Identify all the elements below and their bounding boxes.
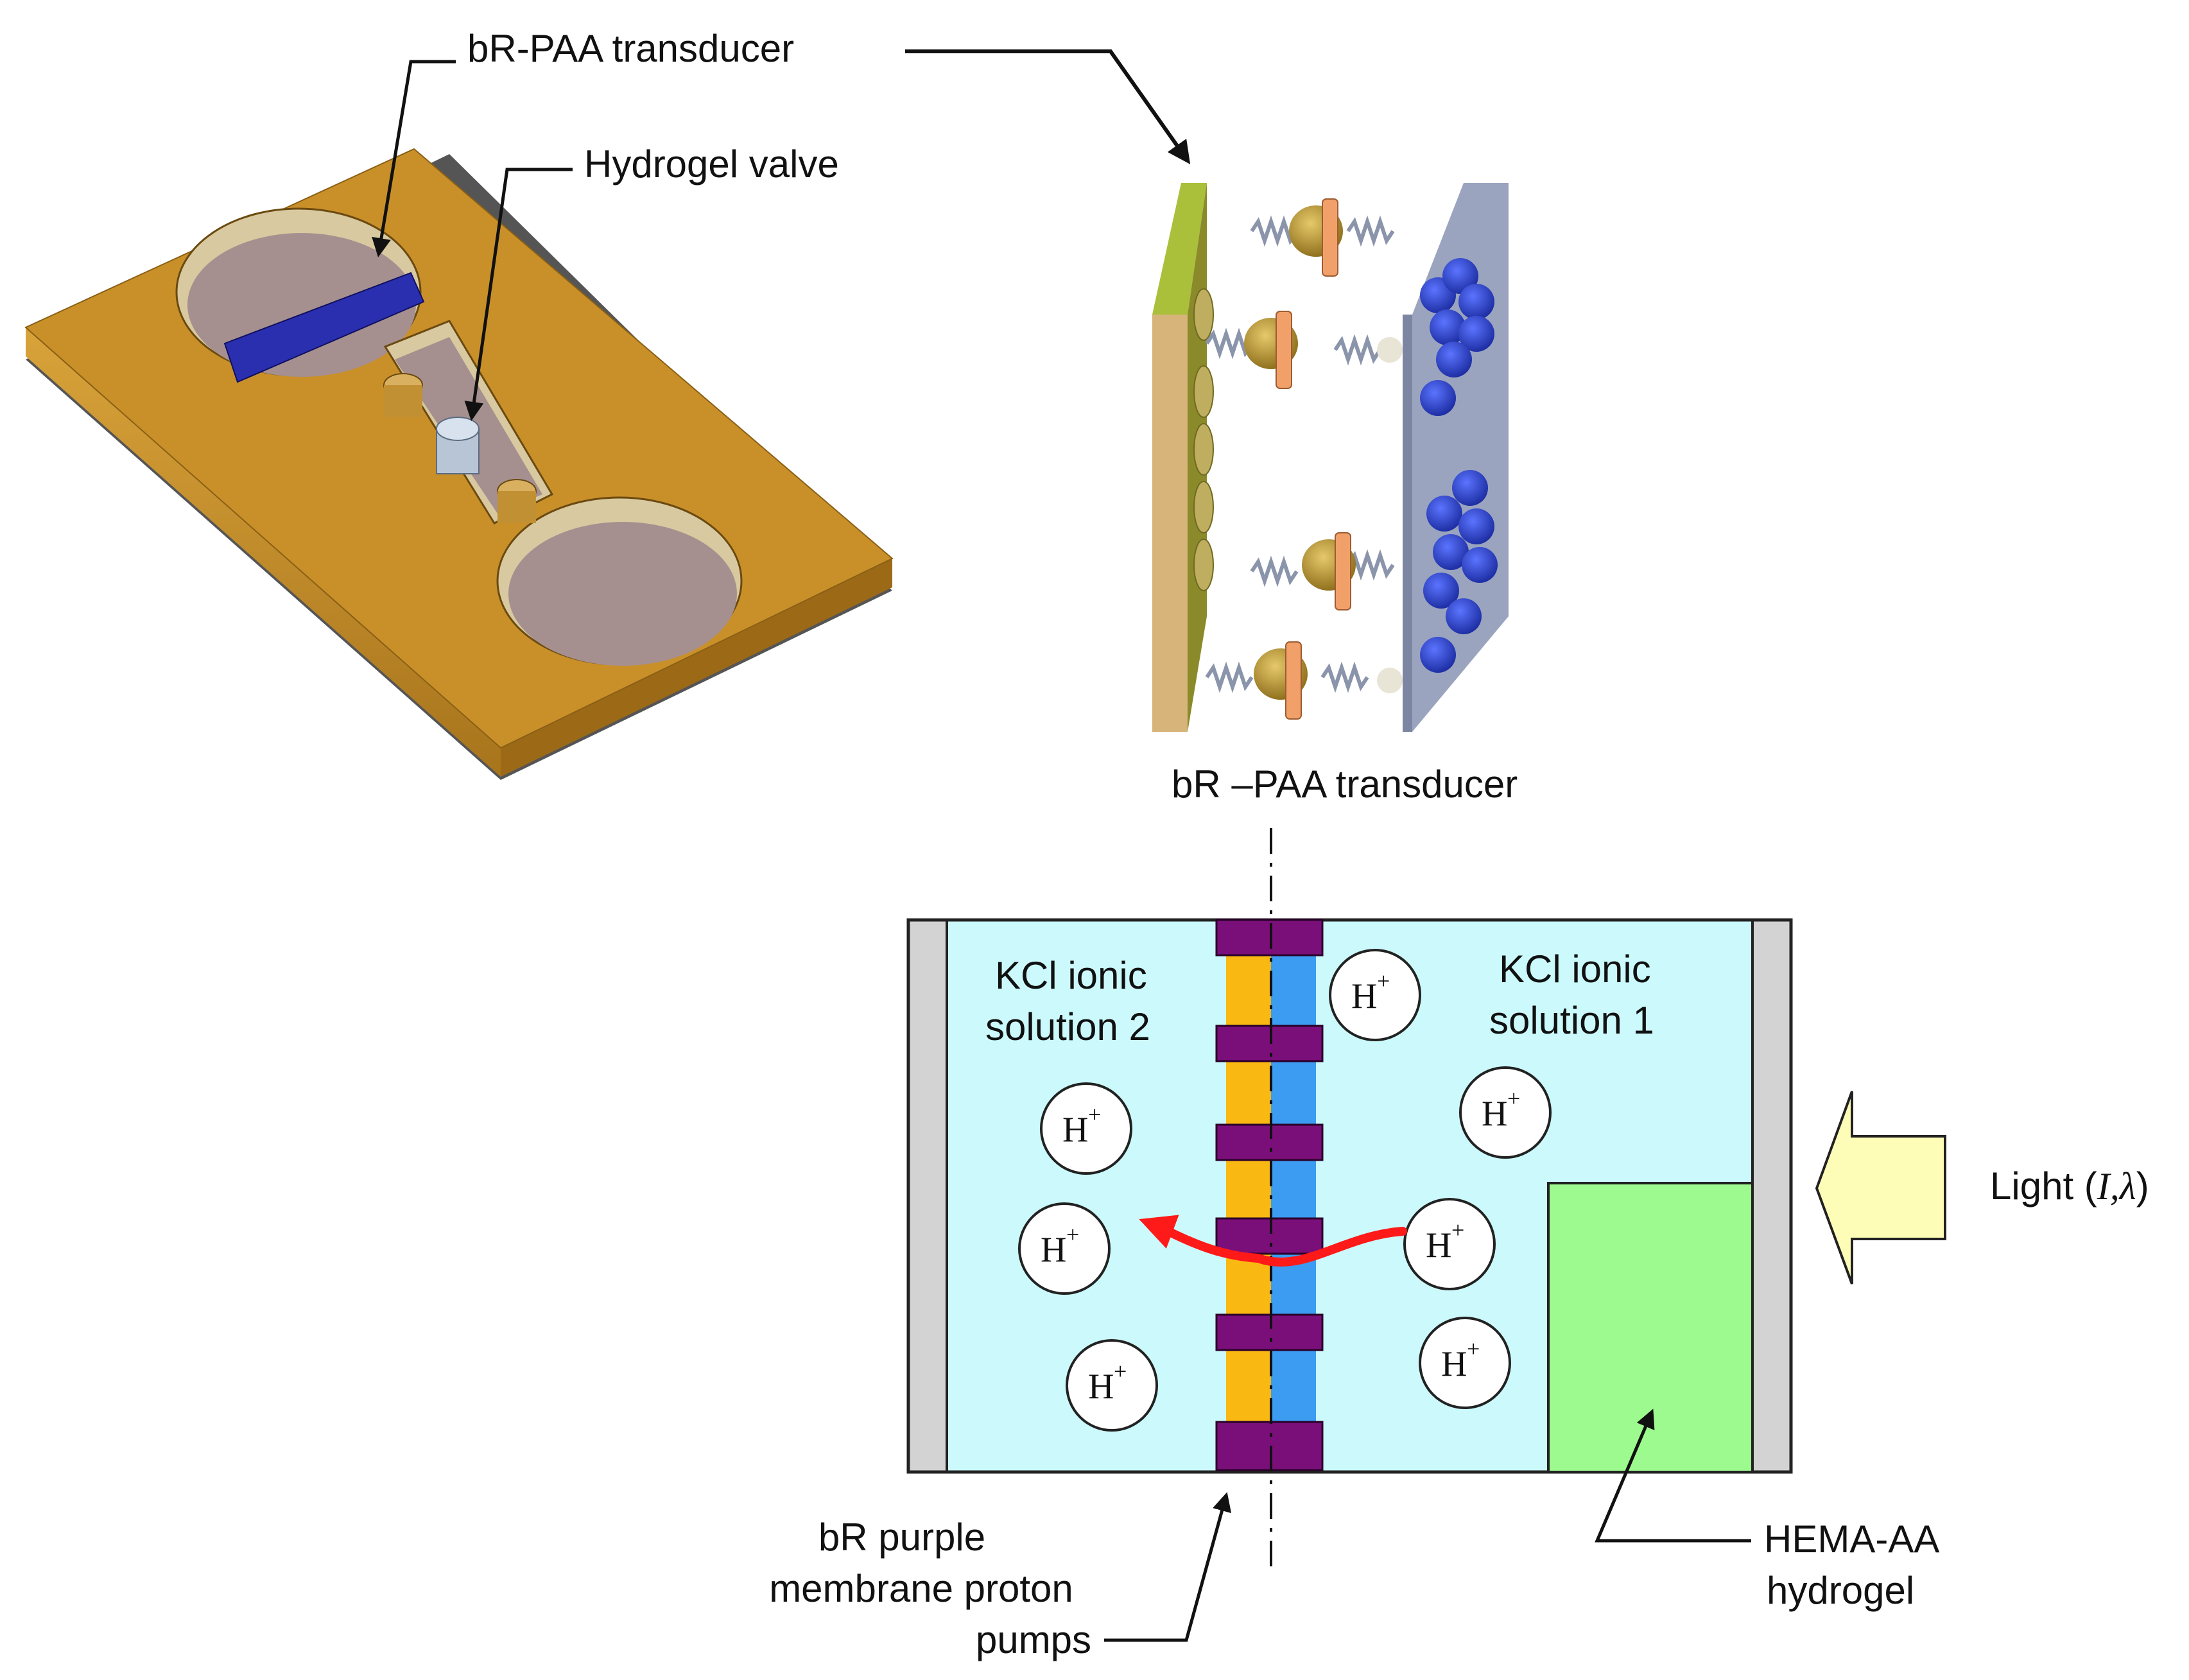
label-hydrogel-line1: HEMA-AA [1764,1518,1939,1561]
h-ion-1: H+ [1329,949,1421,1041]
cell-cross-section: KCl ionic solution 2 KCl ionic solution … [906,828,1793,1566]
svg-text:H: H [1062,1110,1088,1150]
svg-text:+: + [1467,1336,1480,1362]
svg-text:+: + [1377,968,1390,994]
proton-transport-arrow [1139,1215,1407,1267]
spring-row-1 [1250,198,1395,277]
left-plate-top-edge [1152,183,1207,315]
svg-text:H: H [1088,1367,1114,1407]
proton-pumps [1215,919,1324,1471]
label-kcl2-line1: KCl ionic [995,954,1147,997]
h-ion-3: H+ [1459,1066,1552,1159]
pump-2 [1215,1025,1324,1062]
label-kcl2-line2: solution 2 [985,1005,1150,1048]
svg-text:H: H [1441,1344,1467,1384]
pump-5 [1215,1313,1324,1351]
spring-row-4 [1205,641,1403,720]
svg-text:+: + [1114,1358,1127,1384]
svg-text:H: H [1351,976,1377,1016]
spring-assemblies [1205,198,1403,720]
svg-text:+: + [1451,1217,1464,1243]
membrane-orange-layer [1226,940,1271,1460]
svg-text:+: + [1066,1222,1079,1247]
left-plate-holes [1193,288,1214,591]
hema-aa-hydrogel [1547,1182,1754,1473]
h-ion-7: H+ [1419,1317,1511,1409]
label-kcl1-line2: solution 1 [1489,999,1654,1042]
leader-membrane [1104,1492,1232,1642]
light-input: Light (I,λ) [1815,1091,2149,1285]
spring-row-2 [1205,311,1403,389]
right-plate-blobs [1420,258,1498,673]
post-left-side [384,385,422,417]
post-right-side [498,491,536,523]
svg-text:H: H [1041,1230,1066,1270]
wall-right [1751,919,1792,1473]
device-front-right-face [501,559,892,777]
microfluidic-device [24,148,894,780]
hydrogel-annotation: HEMA-AA hydrogel [1595,1408,1939,1612]
leader-device-transducer [372,60,456,257]
device-cavity [175,207,743,666]
label-membrane-line3: pumps [976,1618,1091,1661]
h-ion-6: H+ [1066,1339,1158,1432]
hydrogel-valve-top [436,417,480,441]
label-membrane-line2: membrane proton [769,1567,1073,1610]
arrow-to-3d-transducer [905,49,1191,164]
transducer-caption: bR –PAA transducer [1172,763,1518,806]
membrane-blue-layer [1271,940,1316,1460]
leader-hydrogel [1595,1408,1751,1543]
light-arrow [1815,1091,1946,1285]
h-ions: H+ H+ H+ H+ H+ H+ [1018,949,1552,1432]
label-kcl1-line1: KCl ionic [1499,948,1651,991]
svg-text:+: + [1507,1086,1520,1111]
label-membrane-line1: bR purple [818,1516,985,1559]
label-device-transducer: bR-PAA transducer [467,27,794,70]
h-ion-4: H+ [1018,1202,1111,1295]
device-front-left-face [26,327,501,777]
svg-text:H: H [1482,1094,1507,1134]
chamber-right-floor [508,522,737,666]
cell-frame [906,918,1793,1474]
pump-1 [1215,919,1324,957]
pump-6 [1215,1421,1324,1471]
svg-text:H: H [1426,1225,1451,1265]
right-plate-edge [1403,315,1412,732]
membrane-annotation: bR purple membrane proton pumps [769,1492,1232,1661]
pump-3 [1215,1123,1324,1161]
h-ion-2: H+ [1040,1082,1132,1175]
pump-4 [1215,1217,1324,1255]
svg-text:+: + [1088,1102,1101,1127]
spring-row-3 [1250,532,1395,611]
leader-hydrogel-valve [464,168,573,421]
label-hydrogel-valve: Hydrogel valve [584,143,839,186]
h-ion-5: H+ [1403,1198,1496,1290]
transducer-3d [1152,183,1509,732]
transducer-band [223,272,425,383]
label-hydrogel-line2: hydrogel [1767,1569,1914,1612]
label-light: Light (I,λ) [1990,1165,2149,1208]
left-plate-edge [1152,315,1188,732]
wall-left [907,919,948,1473]
